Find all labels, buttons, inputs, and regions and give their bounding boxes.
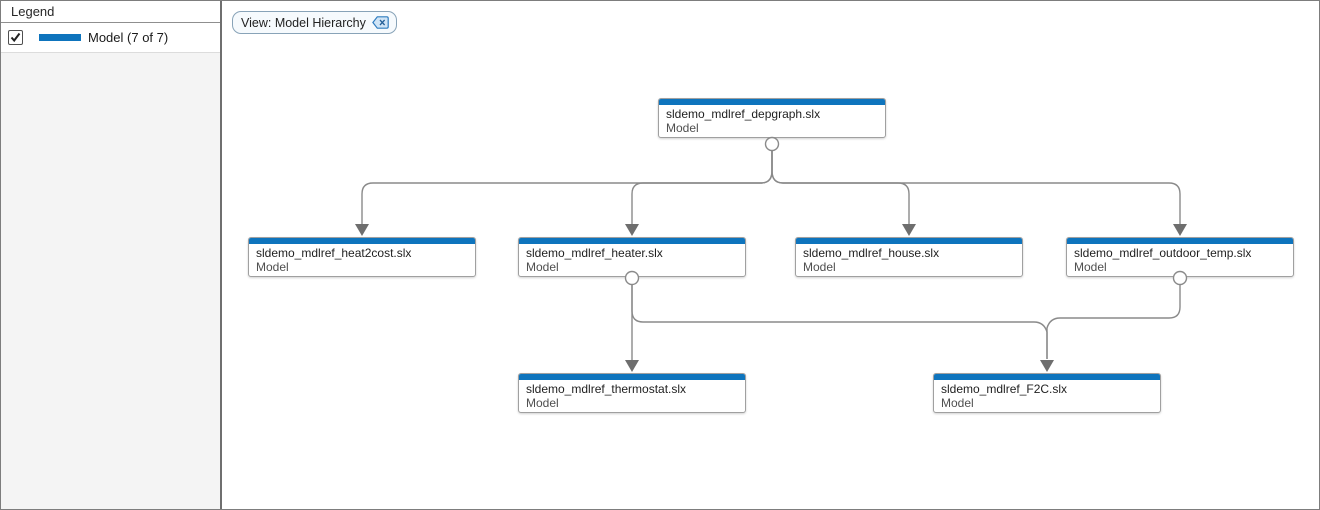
arrowhead — [625, 224, 639, 236]
clear-view-icon[interactable] — [371, 16, 389, 29]
edge-depgraph-heat2cost — [361, 151, 773, 224]
node-type-label: Model — [1074, 260, 1107, 274]
arrowhead — [902, 224, 916, 236]
checkmark-icon — [10, 32, 21, 43]
node-accent-bar — [659, 99, 885, 105]
node-title: sldemo_mdlref_heat2cost.slx — [256, 246, 412, 260]
node-title: sldemo_mdlref_thermostat.slx — [526, 382, 687, 396]
graph-node-heater[interactable]: sldemo_mdlref_heater.slx Model — [518, 237, 746, 277]
graph-node-heat2cost[interactable]: sldemo_mdlref_heat2cost.slx Model — [248, 237, 476, 277]
view-filter-chip[interactable]: View: Model Hierarchy — [232, 11, 397, 34]
edge-outdoor-temp-f2c — [1046, 285, 1181, 359]
legend-model-checkbox[interactable] — [8, 30, 23, 45]
edge-depgraph-heater — [631, 151, 773, 224]
graph-node-house[interactable]: sldemo_mdlref_house.slx Model — [795, 237, 1023, 277]
node-title: sldemo_mdlref_F2C.slx — [941, 382, 1068, 396]
node-type-label: Model — [941, 396, 974, 410]
node-type-label: Model — [256, 260, 289, 274]
edge-depgraph-house — [771, 151, 910, 224]
node-accent-bar — [1067, 238, 1293, 244]
node-type-label: Model — [526, 396, 559, 410]
node-accent-bar — [519, 238, 745, 244]
node-type-label: Model — [803, 260, 836, 274]
node-title: sldemo_mdlref_depgraph.slx — [666, 107, 821, 121]
edge-depgraph-outdoor-temp — [771, 151, 1181, 224]
node-type-label: Model — [526, 260, 559, 274]
graph-node-f2c[interactable]: sldemo_mdlref_F2C.slx Model — [933, 373, 1161, 413]
legend-item-model: Model (7 of 7) — [1, 23, 220, 53]
legend-panel: Legend Model (7 of 7) — [1, 1, 222, 509]
node-title: sldemo_mdlref_house.slx — [803, 246, 940, 260]
node-accent-bar — [519, 374, 745, 380]
arrowhead — [1173, 224, 1187, 236]
node-accent-bar — [249, 238, 475, 244]
node-type-label: Model — [666, 121, 699, 135]
graph-node-thermostat[interactable]: sldemo_mdlref_thermostat.slx Model — [518, 373, 746, 413]
node-accent-bar — [796, 238, 1022, 244]
arrowhead — [355, 224, 369, 236]
arrowhead — [1040, 360, 1054, 372]
arrowhead — [625, 360, 639, 372]
legend-model-swatch — [39, 34, 81, 41]
node-title: sldemo_mdlref_heater.slx — [526, 246, 663, 260]
view-filter-label: View: Model Hierarchy — [241, 15, 366, 30]
node-accent-bar — [934, 374, 1160, 380]
legend-title: Legend — [1, 1, 220, 23]
graph-node-outdoor-temp[interactable]: sldemo_mdlref_outdoor_temp.slx Model — [1066, 237, 1294, 277]
node-title: sldemo_mdlref_outdoor_temp.slx — [1074, 246, 1252, 260]
legend-model-label: Model (7 of 7) — [88, 30, 169, 45]
collapse-port-depgraph[interactable] — [764, 136, 780, 152]
edge-heater-f2c — [631, 285, 1048, 359]
graph-node-depgraph[interactable]: sldemo_mdlref_depgraph.slx Model — [658, 98, 886, 138]
graph-canvas: View: Model Hierarchy sldemo_mdlref_depg… — [222, 1, 1319, 509]
